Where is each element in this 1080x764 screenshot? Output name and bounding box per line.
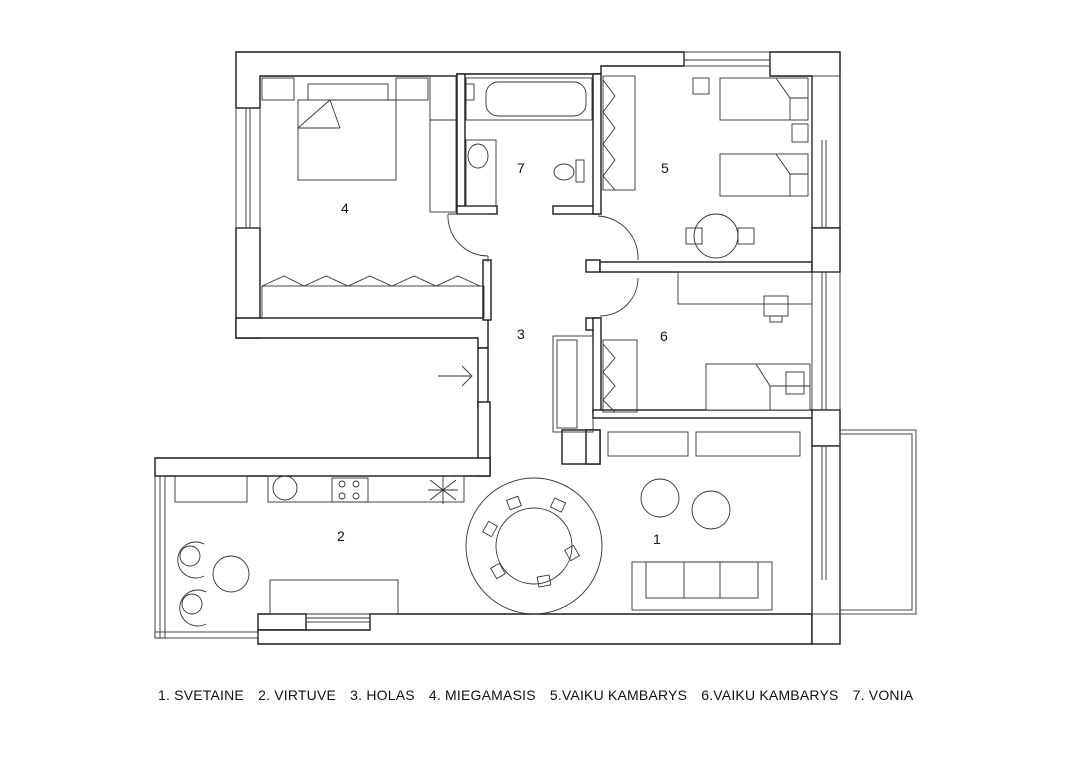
legend-item-1: 1. SVETAINE	[158, 687, 244, 703]
bathroom-fixtures	[465, 77, 593, 207]
kitchen-furniture	[174, 475, 465, 627]
walls	[154, 51, 917, 645]
bedroom-furniture	[261, 75, 485, 319]
room-label-5: 5	[661, 160, 669, 176]
floor-plan: 1 2 3 4 5 6 7	[154, 51, 917, 645]
legend-item-3: 3. HOLAS	[350, 687, 415, 703]
room-label-2: 2	[337, 528, 345, 544]
room-label-6: 6	[660, 328, 668, 344]
doors	[447, 213, 639, 317]
legend-item-2: 2. VIRTUVE	[258, 687, 337, 703]
living-room-furniture	[465, 431, 801, 615]
room-label-7: 7	[517, 160, 525, 176]
legend-item-7: 7. VONIA	[852, 687, 914, 703]
children-room-2-furniture	[552, 271, 813, 433]
room-label-4: 4	[341, 200, 349, 216]
room-labels: 1 2 3 4 5 6 7	[337, 160, 669, 547]
children-room-1-furniture	[602, 75, 809, 259]
legend-item-6: 6.VAIKU KAMBARYS	[701, 687, 839, 703]
room-label-1: 1	[653, 531, 661, 547]
entrance-arrow	[438, 365, 473, 387]
legend-item-4: 4. MIEGAMASIS	[428, 687, 536, 703]
legend-item-5: 5.VAIKU KAMBARYS	[549, 687, 688, 703]
room-legend: 1. SVETAINE 2. VIRTUVE 3. HOLAS 4. MIEGA…	[158, 687, 923, 703]
room-label-3: 3	[517, 326, 525, 342]
